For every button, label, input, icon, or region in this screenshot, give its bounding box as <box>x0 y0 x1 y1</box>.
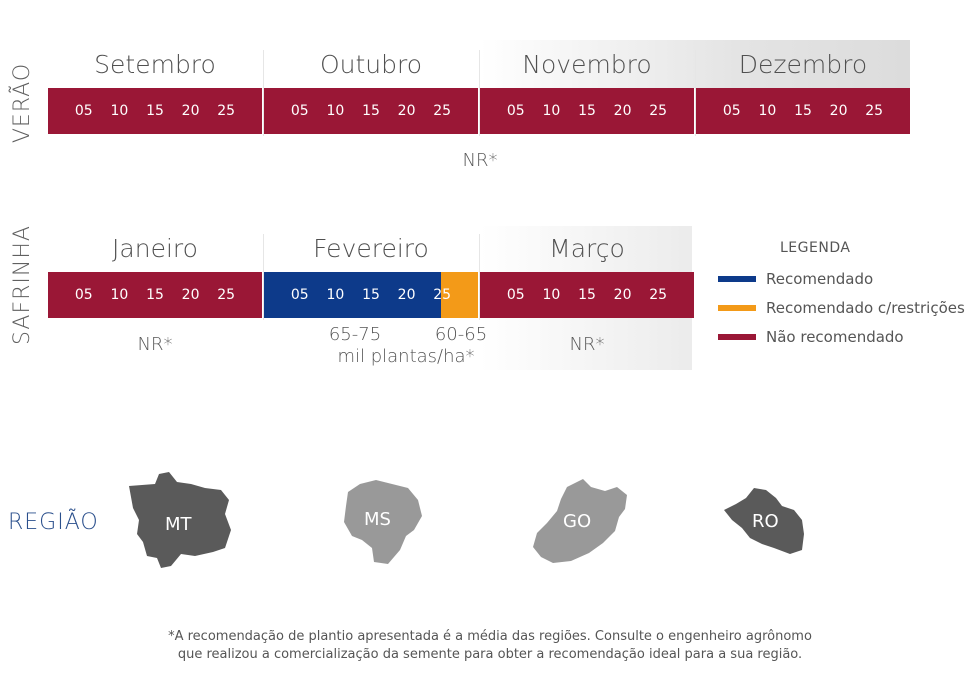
day-label: 25 <box>217 103 236 119</box>
legend-swatch-nao-recomendado <box>718 334 756 340</box>
footnote: *A recomendação de plantio apresentada é… <box>0 628 980 664</box>
safrinha-marco-segment: 05 10 15 20 25 <box>480 272 694 318</box>
day-label: 05 <box>74 287 93 303</box>
month-header-dezembro: Dezembro <box>738 50 868 79</box>
ms-shape <box>344 480 422 564</box>
day-label: 05 <box>506 287 525 303</box>
footnote-line-2: que realizou a comercialização da sement… <box>177 647 803 662</box>
day-label: 20 <box>181 287 200 303</box>
region-label: REGIÃO <box>8 510 99 535</box>
day-label: 25 <box>649 103 668 119</box>
day-label: 15 <box>146 103 164 119</box>
rondonia-map-icon: RO <box>724 488 804 554</box>
state-code-ms: MS <box>364 509 391 530</box>
month-header-outubro: Outubro <box>319 50 423 79</box>
state-code-go: GO <box>563 511 591 532</box>
legend-swatch-restricoes <box>718 305 756 311</box>
safrinha-janeiro-segment: 05 10 15 20 25 <box>48 272 262 318</box>
day-label: 25 <box>433 103 452 119</box>
month-header-marco: Março <box>549 234 625 263</box>
legend-item-nao-recomendado: Não recomendado <box>718 328 904 346</box>
day-label: 25 <box>865 103 884 119</box>
day-label: 10 <box>110 287 129 303</box>
day-label: 20 <box>397 287 416 303</box>
verao-month-divider <box>479 50 480 136</box>
legend-item-recomendado: Recomendado <box>718 270 873 288</box>
safrinha-timeline-bar: 05 10 15 20 25 05 10 15 20 25 05 10 15 2… <box>48 272 694 318</box>
day-label: 20 <box>181 103 200 119</box>
day-label: 10 <box>326 287 345 303</box>
day-label: 05 <box>74 103 93 119</box>
month-header-setembro: Setembro <box>94 50 216 79</box>
safrinha-recomendado-density: 65-75 <box>328 324 382 345</box>
go-shape <box>533 479 627 563</box>
day-label: 05 <box>722 103 741 119</box>
month-header-fevereiro: Fevereiro <box>313 234 429 263</box>
verao-dezembro-segment: 05 10 15 20 25 <box>696 88 910 134</box>
day-label: 15 <box>362 287 380 303</box>
day-label: 15 <box>362 103 380 119</box>
safrinha-density-unit: mil plantas/ha* <box>337 346 475 367</box>
month-header-novembro: Novembro <box>522 50 652 79</box>
safrinha-month-divider <box>263 234 264 320</box>
legend-item-restricoes: Recomendado c/restrições <box>718 299 965 317</box>
month-header-janeiro: Janeiro <box>112 234 198 263</box>
day-label: 20 <box>829 103 848 119</box>
day-label: 25 <box>649 287 668 303</box>
day-label: 15 <box>794 103 812 119</box>
safrinha-month-divider <box>479 234 480 320</box>
state-code-ro: RO <box>752 511 779 532</box>
day-label: 15 <box>578 287 596 303</box>
legend-label: Recomendado c/restrições <box>766 299 965 317</box>
state-code-mt: MT <box>165 514 193 535</box>
mato-grosso-map-icon: MT <box>129 472 231 568</box>
verao-nr-note: NR* <box>462 150 498 171</box>
day-label: 10 <box>758 103 777 119</box>
verao-month-divider <box>263 50 264 136</box>
day-label: 05 <box>290 103 309 119</box>
verao-timeline-bar: 05 10 15 20 25 05 10 15 20 25 05 10 15 2… <box>48 88 910 134</box>
day-label: 25 <box>433 287 452 303</box>
legend-swatch-recomendado <box>718 276 756 282</box>
day-label: 05 <box>506 103 525 119</box>
ro-shape <box>724 488 804 554</box>
day-label: 10 <box>542 103 561 119</box>
day-label: 25 <box>217 287 236 303</box>
footnote-line-1: *A recomendação de plantio apresentada é… <box>168 629 812 644</box>
day-label: 05 <box>290 287 309 303</box>
mt-shape <box>129 472 231 568</box>
day-label: 20 <box>397 103 416 119</box>
verao-section-label: VERÃO <box>10 62 35 144</box>
verao-setembro-segment: 05 10 15 20 25 <box>48 88 262 134</box>
safrinha-marco-nr-note: NR* <box>569 334 605 355</box>
safrinha-janeiro-nr-note: NR* <box>137 334 173 355</box>
verao-outubro-segment: 05 10 15 20 25 <box>264 88 478 134</box>
safrinha-fevereiro-segment: 05 10 15 20 25 <box>264 272 478 318</box>
day-label: 10 <box>110 103 129 119</box>
goias-map-icon: GO <box>533 479 627 563</box>
verao-month-divider <box>695 50 696 136</box>
day-label: 10 <box>326 103 345 119</box>
safrinha-section-label: SAFRINHA <box>10 225 35 345</box>
day-label: 20 <box>613 103 632 119</box>
day-label: 20 <box>613 287 632 303</box>
verao-novembro-segment: 05 10 15 20 25 <box>480 88 694 134</box>
legend-label: Recomendado <box>766 270 874 288</box>
day-label: 15 <box>146 287 164 303</box>
mato-grosso-do-sul-map-icon: MS <box>344 480 422 564</box>
safrinha-restricoes-density: 60-65 <box>434 324 488 345</box>
day-label: 15 <box>578 103 596 119</box>
legend-title: LEGENDA <box>780 240 851 256</box>
day-label: 10 <box>542 287 561 303</box>
legend-label: Não recomendado <box>766 328 904 346</box>
safrinha-fevereiro-restricoes-block <box>441 272 478 318</box>
safrinha-fevereiro-recomendado-block <box>264 272 441 318</box>
